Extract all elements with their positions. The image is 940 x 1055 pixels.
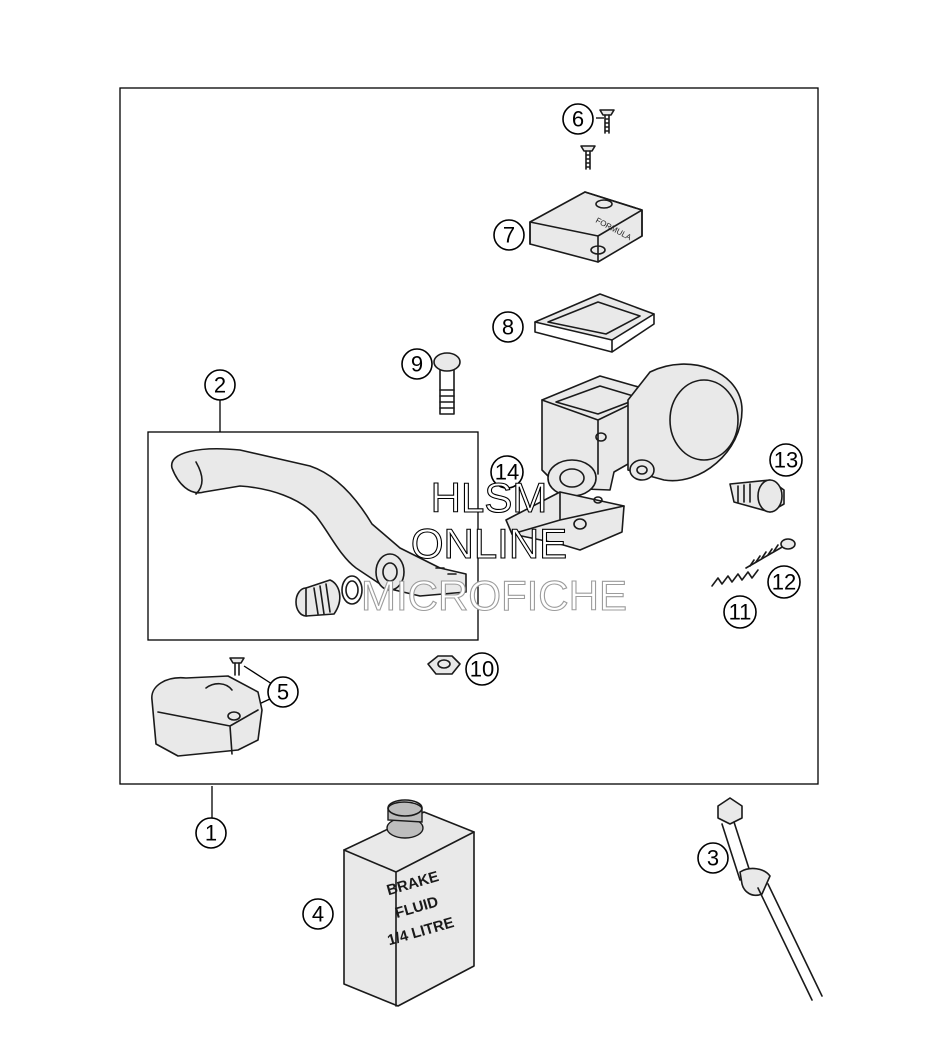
- adjuster-part-14: [505, 491, 625, 551]
- callout-4: 4: [302, 898, 334, 930]
- callout-12: 12: [767, 565, 801, 599]
- svg-text:10: 10: [470, 657, 494, 682]
- callout-14: 14: [490, 455, 524, 489]
- lever-guard-part-5: [151, 657, 263, 757]
- brake-fluid-bottle-part-4: BRAKE FLUID 1/4 LITRE: [343, 799, 475, 1007]
- spring-part-11: [711, 569, 759, 587]
- callout-5: 5: [267, 676, 299, 708]
- svg-text:5: 5: [277, 680, 289, 705]
- svg-text:7: 7: [503, 223, 515, 248]
- callout-2: 2: [204, 369, 236, 401]
- watermark-line-1: HLSM: [431, 474, 548, 521]
- callout-1: 1: [195, 817, 227, 849]
- callout-13: 13: [769, 443, 803, 477]
- svg-text:14: 14: [495, 460, 519, 485]
- svg-text:3: 3: [707, 846, 719, 871]
- svg-text:4: 4: [312, 902, 324, 927]
- nut-part-10: [427, 655, 461, 675]
- screw-part-6: [580, 109, 615, 170]
- brake-lever-part-2: [171, 448, 467, 597]
- svg-text:6: 6: [572, 107, 584, 132]
- callout-8: 8: [492, 311, 524, 343]
- callout-6: 6: [562, 103, 594, 135]
- master-cylinder-body: [541, 363, 743, 497]
- watermark-line-3: MICROFICHE: [361, 572, 627, 619]
- diaphragm-part-8: [534, 293, 655, 353]
- callout-9: 9: [401, 348, 433, 380]
- svg-text:8: 8: [502, 315, 514, 340]
- svg-text:9: 9: [411, 352, 423, 377]
- svg-text:12: 12: [772, 570, 796, 595]
- lever-subframe: [147, 431, 479, 641]
- bolt-part-9: [433, 352, 461, 415]
- svg-text:1: 1: [205, 821, 217, 846]
- pin-part-12: [745, 538, 796, 569]
- lever-pivot-parts: [295, 575, 363, 617]
- assembly-frame: [119, 87, 819, 785]
- svg-text:13: 13: [774, 448, 798, 473]
- leader-5a: [243, 665, 273, 685]
- callout-10: 10: [465, 652, 499, 686]
- callout-7: 7: [493, 219, 525, 251]
- watermark-line-2: ONLINE: [411, 520, 567, 567]
- callout-11: 11: [723, 595, 757, 629]
- callout-3: 3: [697, 842, 729, 874]
- bushing-part-13: [729, 479, 785, 513]
- svg-text:11: 11: [729, 600, 752, 625]
- svg-text:2: 2: [214, 373, 226, 398]
- brake-hose-part-3: [717, 797, 823, 1001]
- reservoir-cap-part-7: FORMULA: [529, 191, 643, 263]
